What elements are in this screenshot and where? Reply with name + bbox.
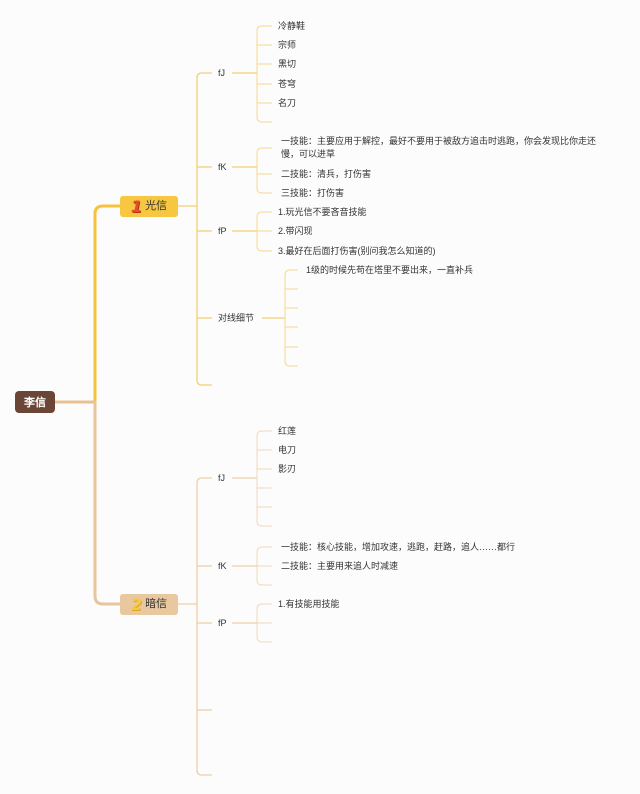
root-node[interactable]: 李信 xyxy=(15,391,55,413)
leaf-item[interactable]: 一技能：主要应用于解控，最好不要用于被敌方追击时逃跑，你会发现比你走还慢，可以进… xyxy=(281,136,597,159)
leaf-item[interactable]: 二技能：主要用来追人时减速 xyxy=(281,561,399,571)
connector-line xyxy=(256,430,272,527)
leaf-item[interactable]: 红莲 xyxy=(278,426,297,436)
leaf-item[interactable]: 2.带闪现 xyxy=(278,226,313,236)
topic-fj[interactable]: fJ xyxy=(218,68,226,78)
leaf-item[interactable]: 黑切 xyxy=(278,59,297,69)
branch-node-2[interactable]: 2 暗信 xyxy=(120,594,178,615)
branch1-leaf-connectors xyxy=(256,25,298,367)
branch2-leaf-connectors xyxy=(256,430,272,643)
branch2-connector xyxy=(93,400,122,606)
branch1-topic-connectors xyxy=(178,72,285,386)
topic-fp[interactable]: fP xyxy=(218,226,227,236)
leaf-item[interactable]: 1级的时候先苟在塔里不要出来，一直补兵 xyxy=(306,265,474,275)
leaf-item[interactable]: 苍穹 xyxy=(278,79,297,89)
connector-line xyxy=(284,269,298,367)
root-label: 李信 xyxy=(24,397,46,409)
leaf-item[interactable]: 冷静鞋 xyxy=(278,21,306,31)
leaf-item[interactable]: 一技能：核心技能，增加攻速，逃跑，赶路，追人……都行 xyxy=(281,542,516,552)
branch-number-badge: 2 xyxy=(130,595,143,614)
leaf-item[interactable]: 1.玩光信不要吝音技能 xyxy=(278,207,367,217)
topic-fp[interactable]: fP xyxy=(218,618,227,628)
connector-line xyxy=(196,477,212,776)
connector-line xyxy=(256,25,272,123)
leaf-item[interactable]: 3.最好在后面打伤害(别问我怎么知道的) xyxy=(278,246,436,256)
branch-label: 暗信 xyxy=(145,598,168,610)
branch-label: 光信 xyxy=(145,200,168,212)
leaf-item[interactable]: 电刀 xyxy=(278,445,297,455)
leaf-item[interactable]: 影刃 xyxy=(278,464,297,474)
branch2-topic-connectors xyxy=(178,477,257,776)
topic-fk[interactable]: fK xyxy=(218,162,227,172)
topic-fk[interactable]: fK xyxy=(218,561,227,571)
leaf-item[interactable]: 二技能：清兵，打伤害 xyxy=(281,169,372,179)
leaf-item[interactable]: 三技能：打伤害 xyxy=(281,188,345,198)
branch-number-badge: 1 xyxy=(130,197,143,216)
branch1-connector xyxy=(93,204,122,404)
topic-laning-details[interactable]: 对线细节 xyxy=(218,313,255,323)
main-connectors xyxy=(53,204,122,606)
leaf-item[interactable]: 1.有技能用技能 xyxy=(278,599,340,609)
branch-node-1[interactable]: 1 光信 xyxy=(120,196,178,217)
connector-line xyxy=(196,72,212,386)
leaf-item[interactable]: 宗师 xyxy=(278,40,297,50)
connector-line xyxy=(256,147,272,194)
leaf-item[interactable]: 名刀 xyxy=(278,98,297,108)
topic-fj[interactable]: fJ xyxy=(218,473,226,483)
